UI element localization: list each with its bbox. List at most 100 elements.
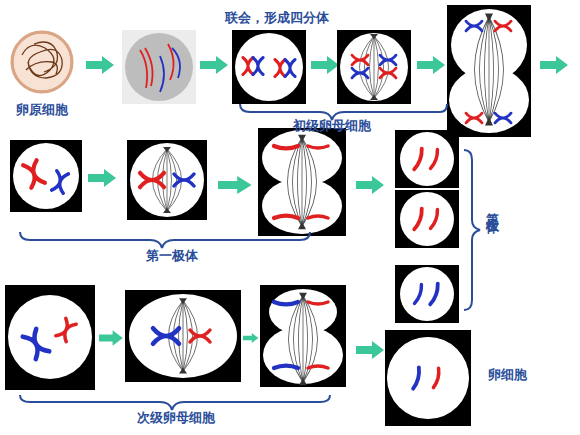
metaphase-two-cell bbox=[127, 140, 207, 220]
chromatid bbox=[274, 366, 298, 368]
bracket bbox=[464, 150, 480, 310]
second-polar-body-cell bbox=[395, 265, 459, 323]
oogonium-cell bbox=[12, 32, 72, 92]
cell-frame bbox=[10, 140, 82, 212]
chromosome bbox=[285, 60, 295, 77]
arrow bbox=[356, 176, 384, 194]
chromosome bbox=[380, 68, 396, 78]
bracket bbox=[20, 232, 310, 248]
chromosome bbox=[352, 55, 368, 65]
chromosome bbox=[52, 171, 69, 193]
chromatid bbox=[430, 284, 440, 305]
chromosome bbox=[140, 173, 164, 187]
anaphase-two-cell bbox=[258, 128, 346, 236]
chromatid bbox=[431, 210, 440, 229]
chromatid bbox=[308, 146, 328, 148]
cell-frame bbox=[232, 30, 306, 104]
chromosome bbox=[243, 58, 253, 75]
cell-frame bbox=[395, 190, 459, 248]
chromosome bbox=[190, 330, 210, 342]
cell-body bbox=[8, 295, 92, 379]
cell-outline bbox=[387, 337, 469, 419]
chromatid bbox=[414, 149, 424, 170]
spindle bbox=[289, 293, 318, 385]
metaphase-two-cell bbox=[125, 290, 241, 382]
cell-outline-shape bbox=[13, 33, 71, 91]
stage-label: 次级卵母细胞 bbox=[128, 410, 224, 426]
chromatid bbox=[274, 216, 298, 218]
arrow bbox=[200, 56, 228, 74]
metaphase-one-cell bbox=[337, 30, 411, 104]
cell-label: 卵原细胞 bbox=[0, 102, 84, 118]
cell-frame bbox=[5, 285, 95, 390]
arrow bbox=[86, 56, 114, 74]
cell-label: 卵细胞 bbox=[479, 367, 535, 383]
cell-body bbox=[400, 267, 454, 321]
cell-frame bbox=[260, 285, 346, 387]
cell-frame bbox=[395, 265, 459, 323]
first-polar-body-cell bbox=[10, 140, 82, 212]
cell-frame bbox=[395, 130, 459, 188]
chromosome bbox=[275, 60, 285, 77]
spindle bbox=[475, 13, 504, 125]
arrow bbox=[243, 333, 258, 343]
cell-frame bbox=[125, 290, 241, 382]
cell-body bbox=[400, 132, 454, 186]
arrow bbox=[356, 341, 384, 359]
chromosome bbox=[253, 58, 263, 75]
cell-frame bbox=[127, 140, 207, 220]
chromatid bbox=[431, 150, 440, 169]
chromosome bbox=[160, 48, 180, 92]
cell-outline bbox=[12, 32, 72, 92]
arrow bbox=[99, 330, 123, 345]
second-polar-body-cell bbox=[395, 130, 459, 188]
stage-label: 第二极体 bbox=[484, 202, 500, 214]
chromatid bbox=[308, 302, 328, 304]
chromosome bbox=[153, 328, 179, 344]
cell-body bbox=[235, 33, 303, 101]
cell-frame bbox=[447, 5, 531, 137]
chromatid bbox=[413, 367, 421, 389]
chromosome bbox=[466, 21, 482, 31]
chromosome bbox=[56, 318, 76, 341]
cell-frame bbox=[385, 330, 471, 426]
cell-body bbox=[387, 337, 469, 419]
cell-body bbox=[340, 33, 408, 101]
chromosome bbox=[23, 160, 45, 187]
arrow bbox=[218, 176, 252, 194]
egg-cell bbox=[385, 330, 471, 426]
chromatid bbox=[274, 146, 298, 148]
arrow bbox=[311, 56, 339, 74]
chromosome bbox=[495, 113, 511, 123]
spindle bbox=[360, 34, 389, 100]
cell-body bbox=[125, 33, 193, 101]
chromosome bbox=[380, 55, 396, 65]
cell-frame bbox=[258, 128, 346, 236]
cell-body bbox=[130, 143, 204, 217]
secondary-oocyte-cell bbox=[5, 285, 95, 390]
chromosome bbox=[23, 329, 50, 359]
chromatid bbox=[433, 368, 440, 388]
chromatid bbox=[415, 285, 424, 304]
chromosome bbox=[352, 68, 368, 78]
stage-label: 初级卵母细胞 bbox=[284, 118, 380, 134]
arrow bbox=[417, 56, 445, 74]
synapsis-cell bbox=[122, 30, 196, 104]
chromosome bbox=[140, 44, 174, 88]
cell-body bbox=[400, 192, 454, 246]
chromatin bbox=[22, 42, 62, 78]
cell-node: 卵原细胞 bbox=[12, 32, 72, 92]
cell-outline-shape bbox=[388, 338, 468, 418]
chromatid bbox=[308, 366, 328, 368]
chromatid bbox=[274, 302, 298, 304]
arrow bbox=[88, 169, 116, 187]
stage-label: 联会，形成四分体 bbox=[212, 10, 342, 26]
anaphase-two-cell bbox=[260, 285, 346, 387]
chromatid bbox=[414, 209, 424, 230]
cell-frame bbox=[122, 30, 196, 104]
cell-body bbox=[13, 143, 79, 209]
chromosome bbox=[174, 174, 194, 186]
bracket bbox=[20, 395, 330, 410]
second-polar-body-cell bbox=[395, 190, 459, 248]
